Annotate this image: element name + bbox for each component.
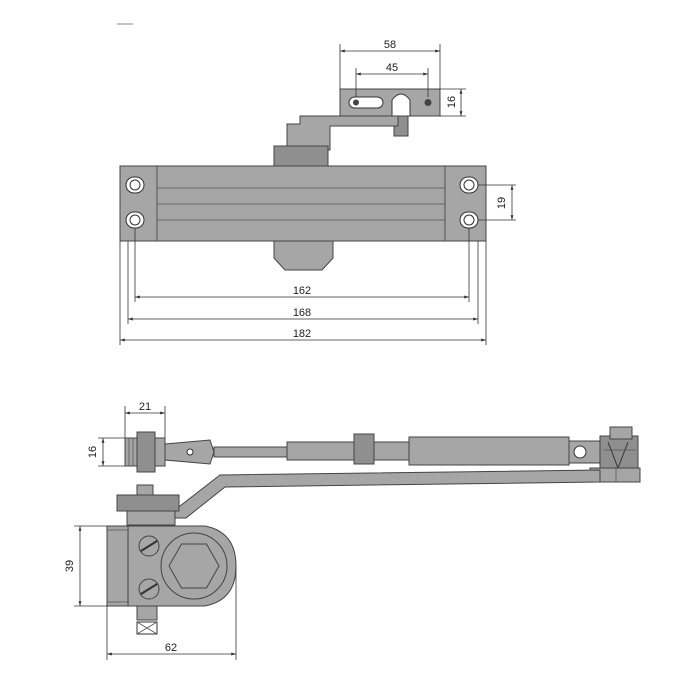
dim-label-182: 182	[293, 328, 311, 340]
dimension-168: 168	[128, 307, 478, 321]
dimension-21: 21	[124, 401, 166, 438]
dim-label-168: 168	[293, 307, 311, 319]
dim-label-21: 21	[139, 401, 151, 413]
dimension-58: 58	[339, 39, 441, 89]
dimension-182: 182	[120, 328, 486, 342]
dimension-19: 19	[478, 184, 516, 221]
dim-label-39: 39	[64, 560, 76, 572]
dimension-16-side: 16	[87, 437, 125, 467]
dim-label-162: 162	[293, 285, 311, 297]
dimension-62: 62	[106, 566, 237, 660]
pinion-screw	[116, 484, 180, 526]
dim-label-19: 19	[496, 197, 508, 209]
arm-collar	[273, 145, 329, 167]
dimension-16-bracket: 16	[440, 88, 466, 117]
arm-end-bracket	[589, 426, 641, 483]
main-arm	[286, 115, 399, 151]
lower-arm	[144, 469, 601, 519]
bottom-nut	[273, 240, 334, 271]
side-view: 21 16 39 62	[64, 401, 641, 660]
closer-side-body	[106, 525, 237, 635]
mounting-bracket	[339, 88, 441, 137]
upper-arm	[124, 431, 602, 473]
closer-body	[119, 165, 487, 242]
dim-label-16-top: 16	[446, 96, 458, 108]
dimension-45: 45	[355, 62, 429, 97]
top-view: 58 45 16 19	[119, 39, 516, 345]
dim-label-62: 62	[165, 642, 177, 654]
dimension-39: 39	[64, 525, 107, 607]
dim-label-45: 45	[386, 62, 398, 74]
dimension-162: 162	[135, 285, 469, 299]
dim-label-58: 58	[384, 39, 396, 51]
dim-label-16-side: 16	[87, 446, 99, 458]
